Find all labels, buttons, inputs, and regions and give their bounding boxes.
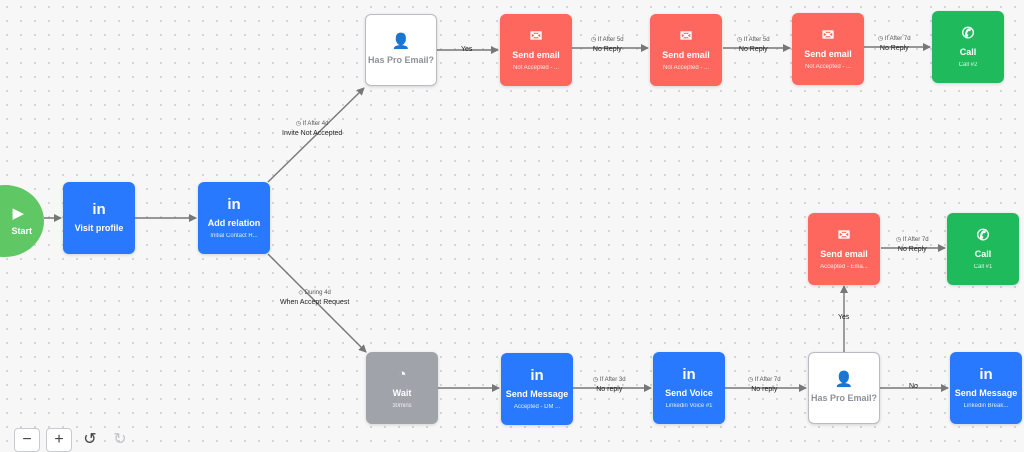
undo-button[interactable]: ↺	[83, 431, 97, 448]
edge-label-voice-email: ◷ If After 7d No reply	[748, 377, 781, 393]
envelope-icon: ✉	[821, 26, 835, 44]
visit-profile-node[interactable]: in Visit profile	[63, 182, 135, 254]
envelope-icon: ✉	[679, 27, 693, 45]
edge-label-invite-not-accepted: ◷ If After 4d Invite Not Accepted	[282, 121, 343, 137]
zoom-in-button[interactable]: +	[46, 428, 72, 452]
edge-relation-wait	[267, 253, 367, 353]
send-email-1-node[interactable]: ✉ Send email Not Accepted - ...	[500, 14, 572, 86]
zoom-out-button[interactable]: −	[14, 428, 40, 452]
has-pro-email-bottom-node[interactable]: 👤 Has Pro Email?	[808, 352, 880, 424]
linkedin-icon: in	[92, 201, 106, 218]
clock-icon: ◷	[896, 237, 903, 243]
clock-icon: ◷	[593, 377, 600, 383]
edge-label-e3-call: ◷ If After 7d No Reply	[878, 36, 911, 52]
send-email-accepted-node[interactable]: ✉ Send email Accepted - Ema...	[808, 213, 880, 285]
send-message-breakup-node[interactable]: in Send Message Linkedin Break...	[950, 352, 1022, 424]
call-2-node[interactable]: ✆ Call Call #2	[932, 11, 1004, 83]
phone-icon: ✆	[961, 24, 975, 42]
clock-icon: ◷	[878, 36, 885, 42]
edge-label-yes-bottom: Yes	[838, 314, 850, 321]
edge-label-e1-e2: ◷ If After 5d No Reply	[591, 37, 624, 53]
play-icon: ▶	[12, 205, 24, 222]
edge-relation-haspro	[267, 87, 365, 183]
edge-label-e2-e3: ◷ If After 5d No Reply	[737, 37, 770, 53]
envelope-icon: ✉	[837, 226, 851, 244]
user-info-icon: 👤	[391, 33, 411, 50]
clock-icon: ◷	[748, 377, 755, 383]
edge-label-acc-email-call: ◷ If After 7d No Reply	[896, 237, 929, 253]
hourglass-icon: ◇	[298, 290, 305, 296]
linkedin-icon: in	[979, 365, 993, 383]
send-message-node[interactable]: in Send Message Accepted - DM ...	[501, 353, 573, 425]
linkedin-icon: in	[682, 365, 696, 383]
clock-icon: ◔	[397, 365, 407, 383]
envelope-icon: ✉	[529, 27, 543, 45]
send-email-2-node[interactable]: ✉ Send email Not Accepted - ...	[650, 14, 722, 86]
clock-icon: ◷	[737, 37, 744, 43]
clock-icon: ◷	[295, 121, 303, 127]
send-voice-node[interactable]: in Send Voice Linkedin Voice #1	[653, 352, 725, 424]
edge-label-msg-voice: ◷ If After 3d No reply	[593, 377, 626, 393]
redo-button[interactable]: ↻	[113, 431, 127, 448]
edge-label-no-bottom: No	[909, 383, 918, 390]
edge-label-when-accept: ◇ During 4d When Accept Request	[280, 290, 350, 306]
wait-node[interactable]: ◔ Wait 30mins	[366, 352, 438, 424]
linkedin-icon: in	[530, 366, 544, 384]
has-pro-email-top-node[interactable]: 👤 Has Pro Email?	[365, 14, 437, 86]
user-info-icon: 👤	[834, 371, 854, 388]
send-email-3-node[interactable]: ✉ Send email Not Accepted - ...	[792, 13, 864, 85]
canvas-controls: − + ↺ ↻	[14, 428, 132, 452]
clock-icon: ◷	[591, 37, 598, 43]
edge-label-yes-top: Yes	[461, 46, 473, 53]
phone-icon: ✆	[976, 226, 990, 244]
call-1-node[interactable]: ✆ Call Call #1	[947, 213, 1019, 285]
add-relation-node[interactable]: in Add relation Initial Contact R...	[198, 182, 270, 254]
linkedin-icon: in	[227, 195, 241, 213]
